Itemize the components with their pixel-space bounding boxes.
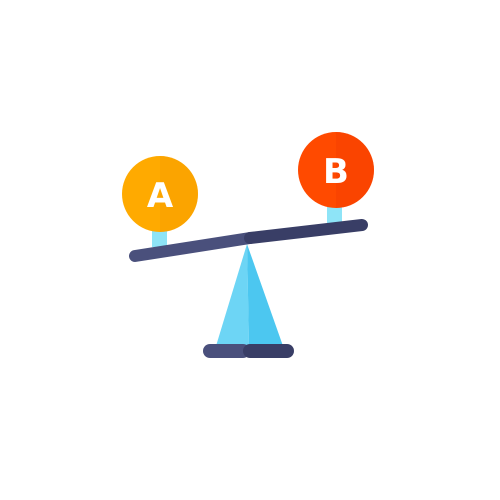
plank-right-half xyxy=(244,219,368,244)
ball-a-circle xyxy=(122,156,198,232)
ball-a: A xyxy=(122,156,198,232)
ball-b-letter: B xyxy=(323,152,349,192)
ball-b-circle xyxy=(298,132,374,208)
fulcrum-right-face xyxy=(247,244,283,346)
plank xyxy=(129,219,368,262)
ball-a-shade xyxy=(160,156,198,232)
plank-left-half xyxy=(129,232,256,262)
base xyxy=(203,344,294,358)
fulcrum xyxy=(216,244,283,346)
base-right-half xyxy=(243,344,294,358)
ball-a-letter: A xyxy=(147,176,174,216)
ball-b-shade xyxy=(336,132,374,208)
fulcrum-left-face xyxy=(216,244,249,346)
base-left-half xyxy=(203,344,250,358)
ball-b: B xyxy=(298,132,374,208)
